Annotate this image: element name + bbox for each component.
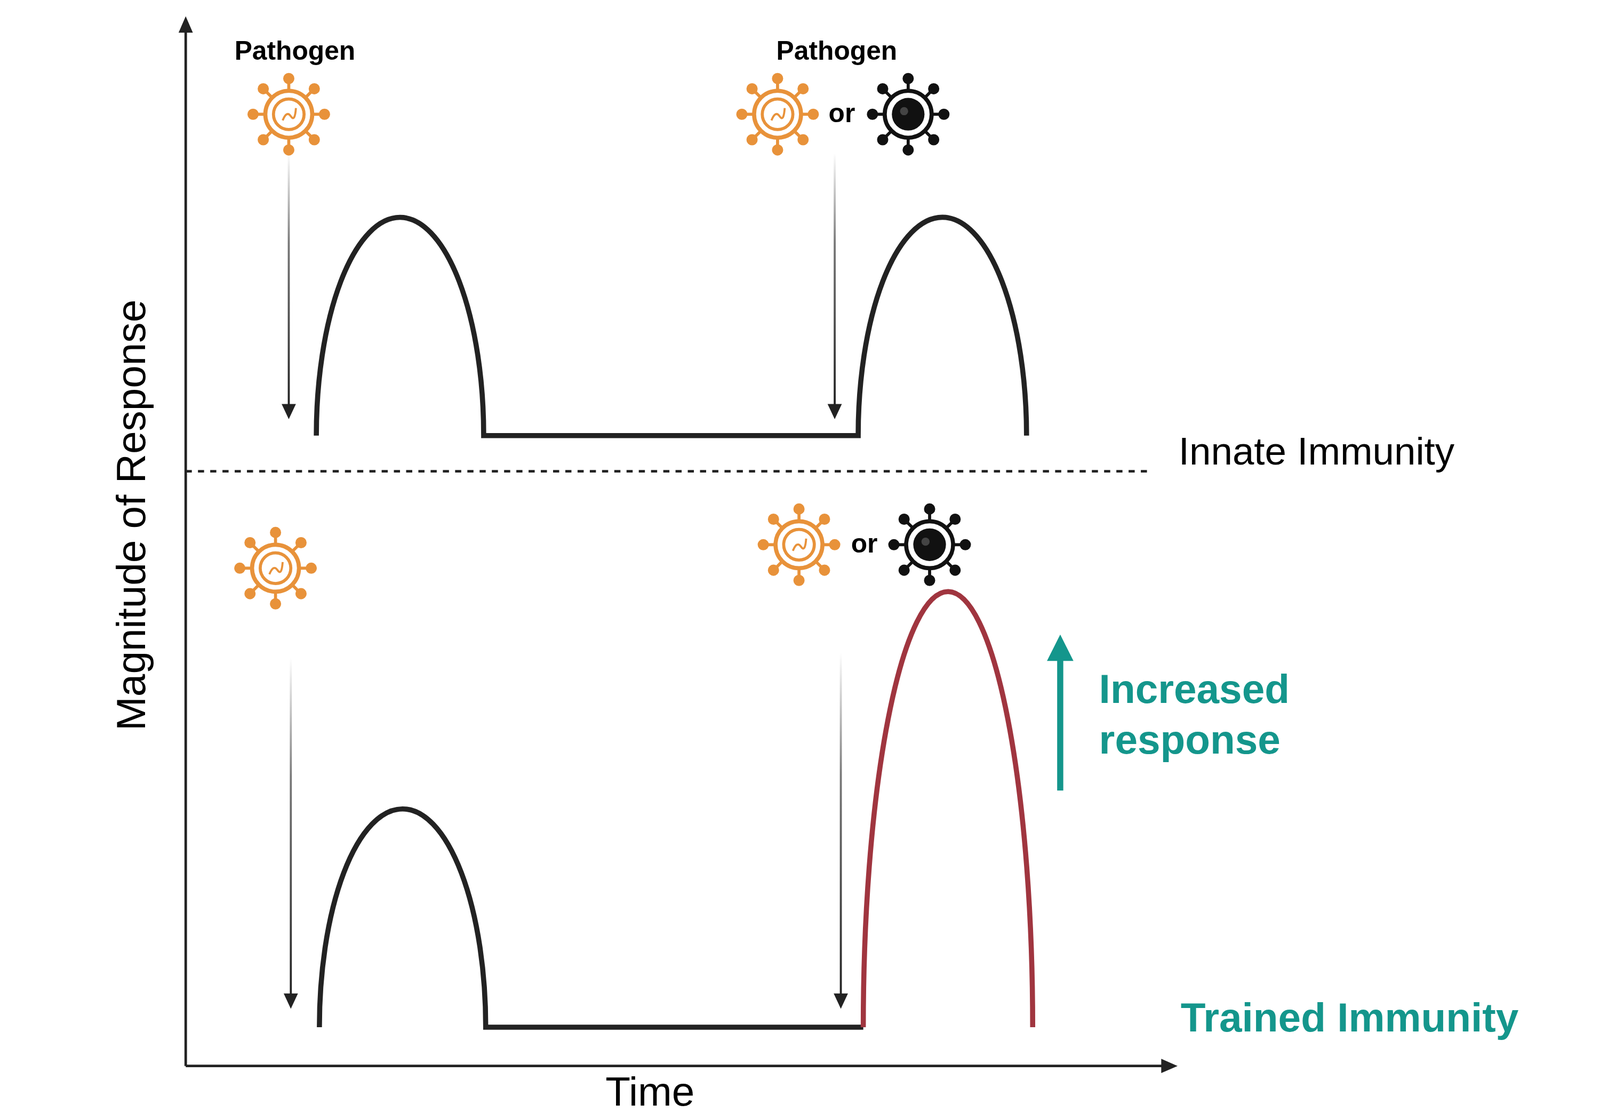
or-label: or (828, 96, 856, 130)
exposure-arrow (283, 658, 299, 1010)
increase-arrow (1046, 634, 1074, 791)
response-curve (319, 809, 864, 1028)
pathogen-label: Pathogen (776, 34, 898, 68)
pathogen-label: Pathogen (234, 34, 356, 68)
response-curve (316, 217, 1027, 436)
exposure-arrow (281, 153, 296, 420)
pathogen-icon (249, 74, 329, 155)
pathogen-icon (889, 505, 970, 585)
y-axis-title: Magnitude of Response (105, 299, 157, 731)
pathogen-icon (868, 74, 948, 155)
innate-immunity-label: Innate Immunity (1178, 427, 1455, 477)
pathogen-icon (737, 74, 818, 155)
pathogen-icon (758, 505, 839, 585)
trained-immunity-label: Trained Immunity (1180, 991, 1519, 1043)
pathogen-icon (235, 528, 316, 608)
exposure-arrow (833, 652, 848, 1009)
or-label: or (851, 526, 878, 560)
enhanced-response-curve (863, 591, 1034, 1028)
separator-line (185, 469, 1154, 473)
exposure-arrow (827, 153, 843, 420)
axes (178, 16, 1178, 1074)
increased-response-label: Increased response (1099, 662, 1344, 765)
x-axis-title: Time (605, 1066, 695, 1118)
